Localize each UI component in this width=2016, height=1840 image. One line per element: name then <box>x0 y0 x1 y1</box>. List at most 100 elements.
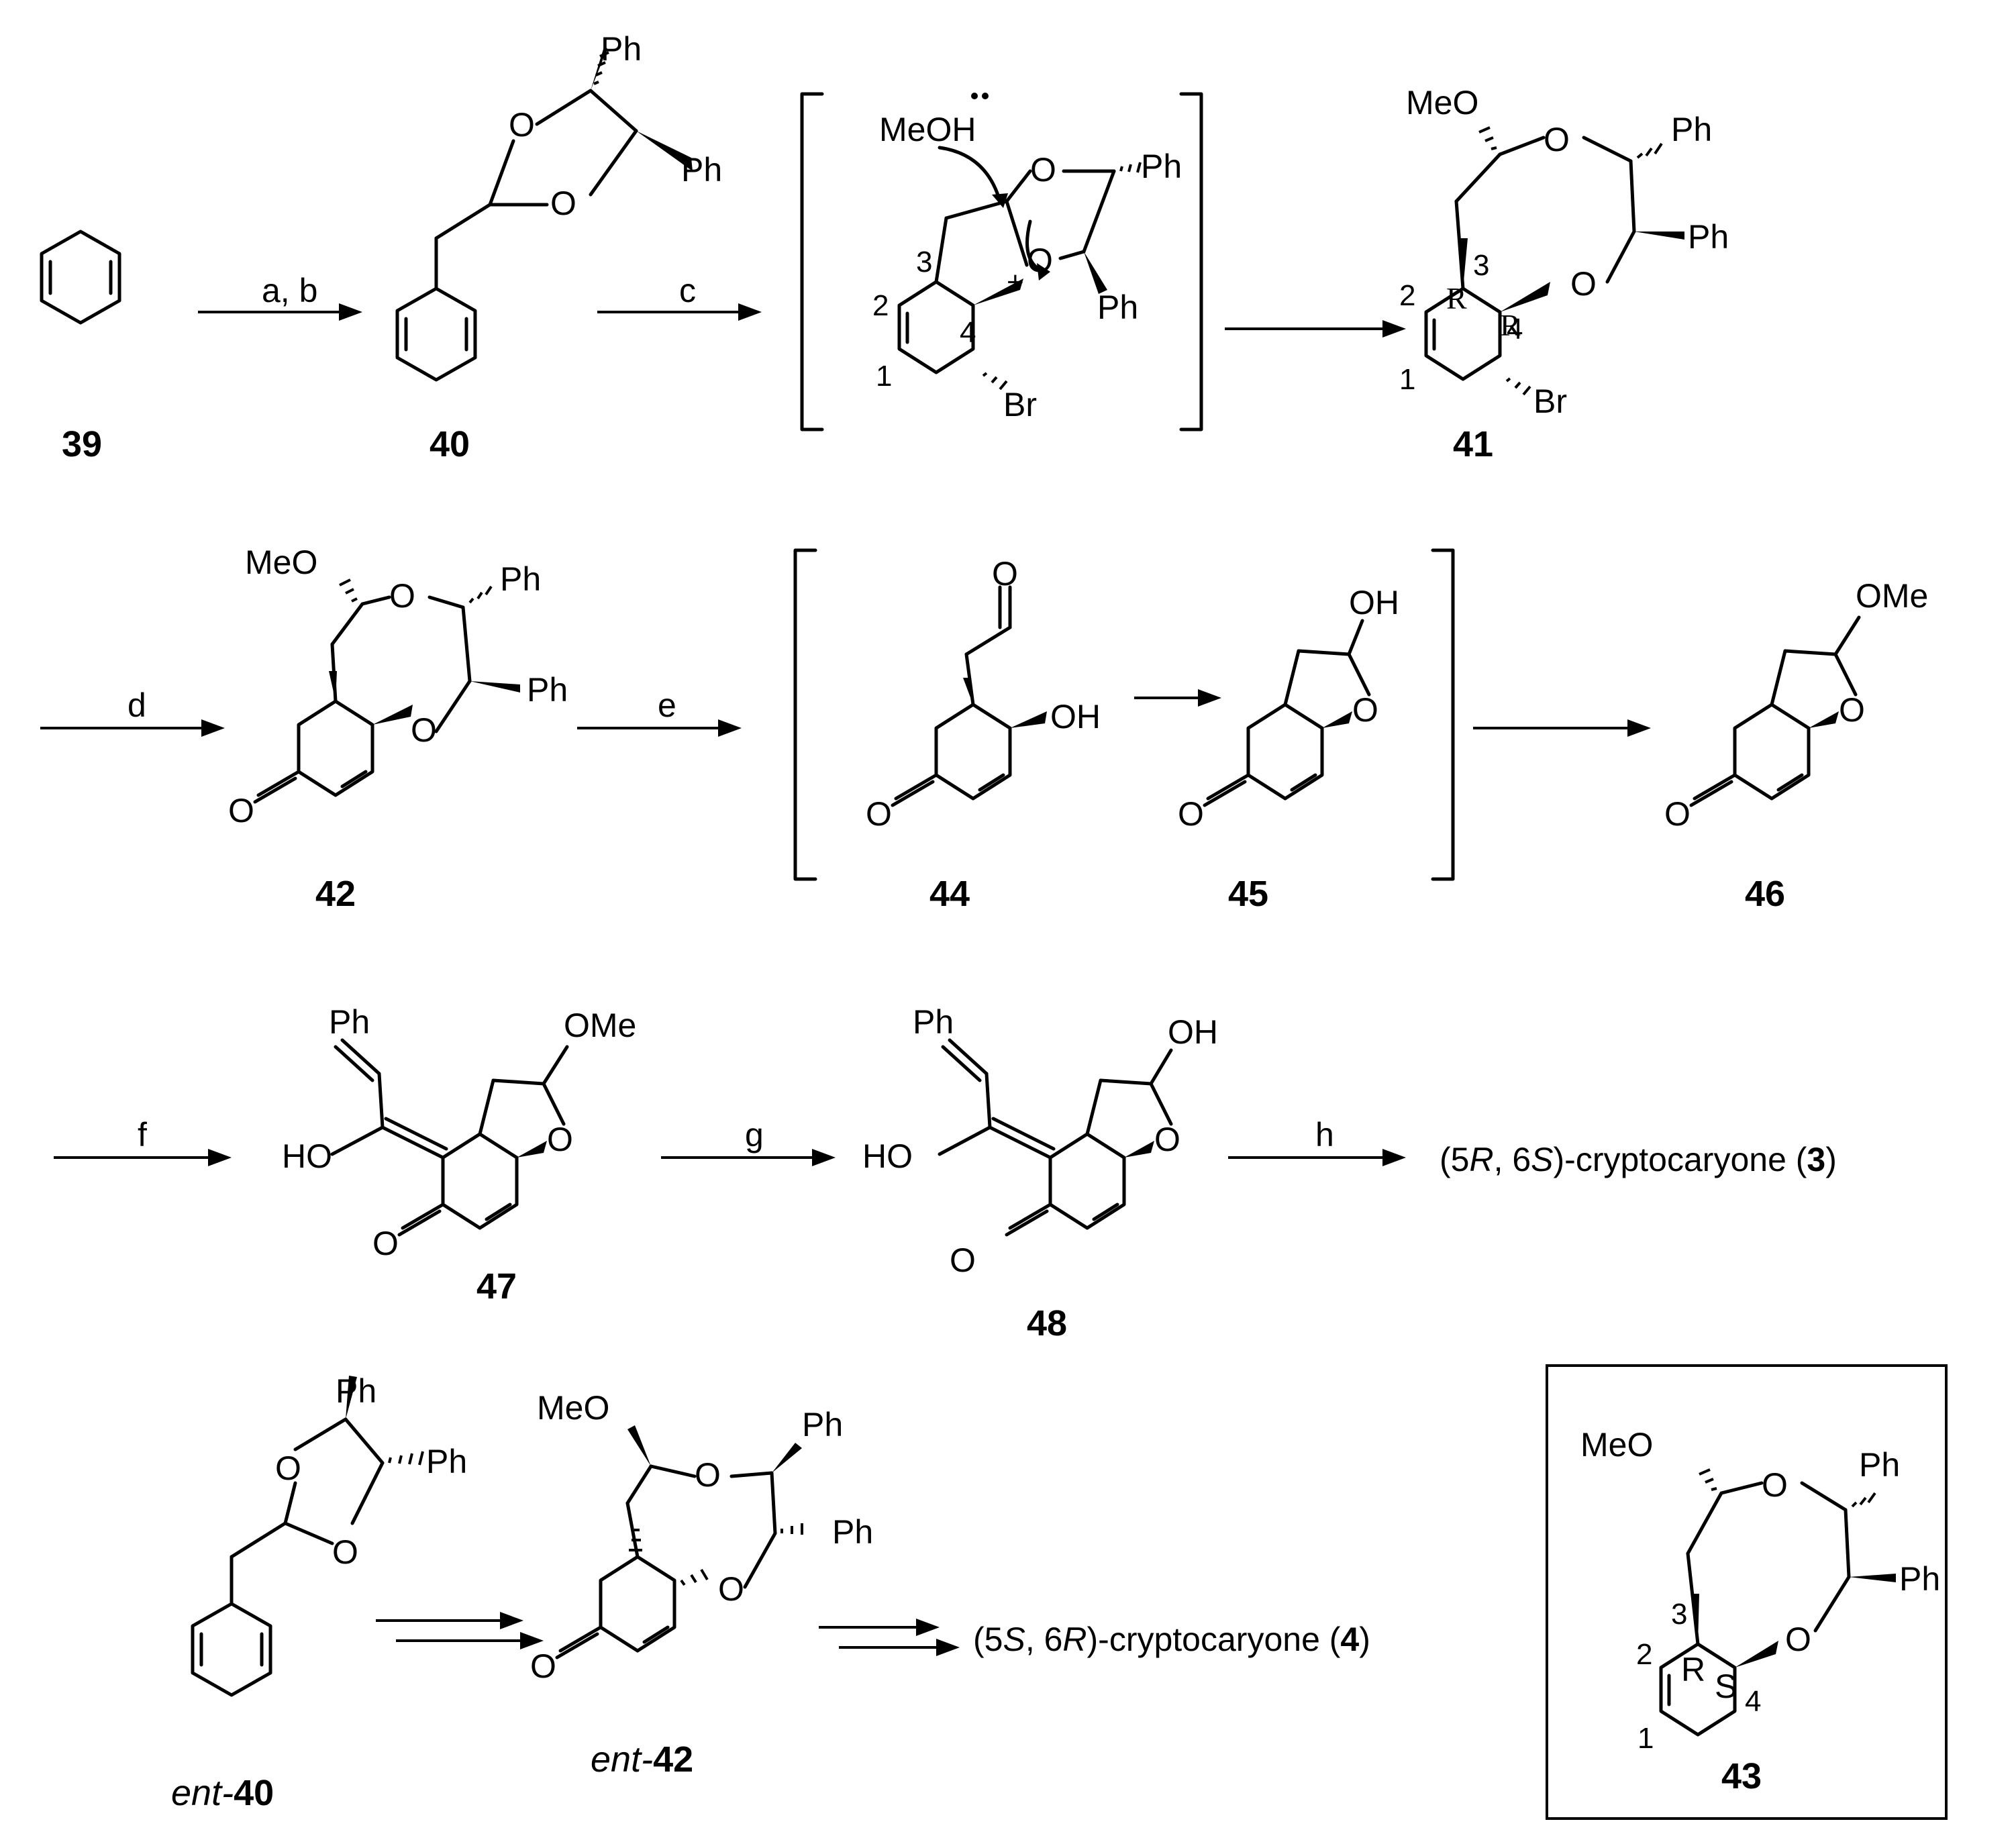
atom-plus: + <box>1007 266 1024 299</box>
atom-MeO: MeO <box>245 544 317 581</box>
atom-O: O <box>695 1456 721 1494</box>
compound-45-label: 45 <box>1228 874 1268 914</box>
atom-OH: OH <box>1050 698 1101 735</box>
compound-48-label: 48 <box>1027 1303 1067 1343</box>
compound-ent42-structure <box>555 1425 803 1659</box>
step-label-e: e <box>658 686 676 724</box>
atom-O: O <box>1154 1121 1180 1158</box>
compound-41-structure <box>1424 126 1684 396</box>
atom-O: O <box>1544 121 1570 158</box>
compound-39-label: 39 <box>62 424 102 464</box>
step-label-f: f <box>138 1116 147 1154</box>
arrow-to-46 <box>1473 719 1651 737</box>
atom-Ph: Ph <box>832 1513 873 1551</box>
compound-48-structure <box>938 1038 1173 1237</box>
compound-39-structure <box>40 229 121 325</box>
atom-O: O <box>1762 1466 1788 1504</box>
atom-O: O <box>530 1647 556 1685</box>
compound-43-box <box>1546 1364 1948 1820</box>
atom-OH: OH <box>1168 1013 1218 1051</box>
arrow-double-ent40 <box>376 1612 544 1649</box>
locant-1: 1 <box>1637 1722 1654 1755</box>
atom-Ph: Ph <box>329 1003 370 1041</box>
atom-O: O <box>992 555 1018 593</box>
atom-MeO: MeO <box>1406 84 1478 121</box>
product-cryptocaryone-3: (5R, 6S)-cryptocaryone (3) <box>1440 1141 1837 1178</box>
atom-Ph: Ph <box>1141 148 1182 185</box>
atom-Ph: Ph <box>681 151 722 189</box>
stereo-S: S <box>1715 1668 1737 1705</box>
atom-O: O <box>372 1225 399 1262</box>
step-label-h: h <box>1315 1116 1334 1154</box>
atom-OH: OH <box>1349 584 1399 621</box>
atom-O: O <box>1839 691 1865 729</box>
atom-O: O <box>1664 795 1691 833</box>
atom-OMe: OMe <box>564 1007 636 1044</box>
atom-Ph: Ph <box>500 560 541 598</box>
compound-42-label: 42 <box>315 874 356 914</box>
locant-4: 4 <box>960 316 976 349</box>
atom-Ph: Ph <box>426 1443 467 1480</box>
arrow-step-h <box>1228 1149 1406 1166</box>
atom-O: O <box>547 1121 573 1158</box>
arrow-to-41 <box>1225 320 1406 338</box>
step-label-d: d <box>128 686 146 724</box>
atom-Ph: Ph <box>1097 289 1138 326</box>
locant-4: 4 <box>1745 1685 1761 1718</box>
atom-Ph: Ph <box>601 30 642 68</box>
arrow-double-ent42 <box>819 1619 960 1656</box>
stereo-R: R <box>1446 281 1467 315</box>
locant-2: 2 <box>1636 1638 1652 1671</box>
step-label-c: c <box>679 272 696 309</box>
compound-47-structure <box>330 1038 569 1237</box>
atom-HO: HO <box>282 1137 332 1175</box>
atom-Br: Br <box>1003 386 1037 423</box>
atom-Br: Br <box>1533 382 1567 420</box>
atom-O: O <box>1027 242 1053 279</box>
locant-1: 1 <box>876 360 892 393</box>
compound-ent40-structure <box>191 1376 424 1697</box>
bracket-intermediate-e <box>793 548 1455 881</box>
atom-O: O <box>389 577 415 615</box>
locant-3: 3 <box>1671 1598 1687 1631</box>
atom-MeO: MeO <box>537 1389 609 1427</box>
atom-Ph: Ph <box>802 1406 843 1443</box>
atom-O: O <box>1785 1621 1811 1658</box>
compound-42-structure <box>253 578 520 804</box>
compound-45-structure <box>1203 619 1371 807</box>
atom-O: O <box>950 1241 976 1279</box>
atom-O: O <box>718 1570 744 1608</box>
atom-Ph: Ph <box>527 671 568 709</box>
atom-MeO: MeO <box>1580 1426 1653 1464</box>
locant-3: 3 <box>1473 249 1489 282</box>
arrow-step-g <box>661 1149 836 1166</box>
stereo-R: R <box>1681 1651 1705 1688</box>
atom-O: O <box>228 792 254 829</box>
atom-OMe: OMe <box>1856 577 1928 615</box>
compound-47-label: 47 <box>476 1266 517 1307</box>
atom-Ph: Ph <box>1859 1446 1900 1484</box>
locant-1: 1 <box>1399 363 1415 396</box>
atom-O: O <box>509 106 535 144</box>
compound-44-structure <box>891 585 1047 807</box>
compound-46-label: 46 <box>1745 874 1785 914</box>
arrow-step-f <box>54 1149 232 1166</box>
atom-O: O <box>411 711 437 749</box>
arrow-step-ab <box>198 303 362 321</box>
atom-O: O <box>1030 151 1056 189</box>
compound-40-label: 40 <box>430 424 470 464</box>
compound-ent42-label: ent-42 <box>591 1739 693 1780</box>
step-label-g: g <box>745 1116 764 1154</box>
compound-40-structure <box>395 47 693 382</box>
compound-43-structure <box>1659 1468 1896 1737</box>
compound-46-structure <box>1689 615 1861 807</box>
atom-Ph: Ph <box>1899 1560 1940 1598</box>
atom-HO: HO <box>862 1137 913 1175</box>
atom-Ph: Ph <box>1671 111 1712 148</box>
bracket-intermediate-c <box>800 92 1203 431</box>
compound-44-label: 44 <box>929 874 970 914</box>
arrow-step-e <box>577 719 742 737</box>
compound-41-label: 41 <box>1453 424 1493 464</box>
atom-Ph: Ph <box>913 1003 954 1041</box>
